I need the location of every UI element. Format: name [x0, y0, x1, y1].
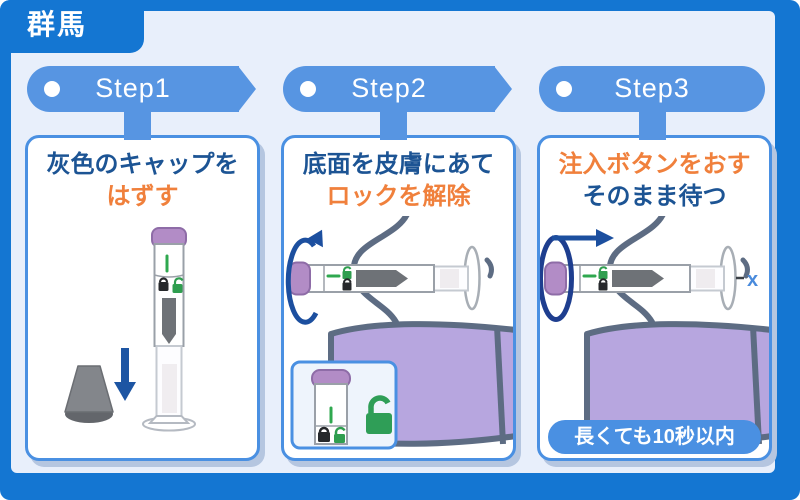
step3-heading: 注入ボタンをおす そのまま待つ [540, 149, 769, 214]
step2-heading-line1: 底面を皮膚にあて [302, 151, 495, 178]
step1-label: Step1 [95, 73, 171, 103]
purple-injection-button [544, 261, 567, 296]
title-badge: 群馬 [0, 0, 144, 53]
unlock-inset-detail [290, 360, 398, 450]
step2-illustration-unlock-on-skin [285, 216, 513, 450]
lock-closed-icon [318, 426, 330, 442]
step1-banner: Step1 [27, 66, 256, 112]
skin-crease-mark [740, 257, 750, 279]
injector-pen-vertical [142, 227, 196, 432]
step3-banner: Step3 [539, 66, 765, 112]
svg-text:x: x [747, 269, 758, 291]
step3-card: 注入ボタンをおす そのまま待つ [537, 135, 772, 461]
step1-heading-line2: はずす [106, 183, 179, 211]
lock-open-icon [598, 266, 608, 279]
gray-cap-removed [64, 365, 114, 423]
step2-card: 底面を皮膚にあて ロックを解除 [281, 135, 516, 461]
injector-pen-horizontal [288, 245, 481, 311]
step3-heading-line1: 注入ボタンをおす [558, 151, 751, 178]
skin-crease-mark [484, 257, 494, 279]
rotate-arrow-icon [285, 229, 323, 325]
lock-closed-icon [342, 278, 352, 291]
step3-heading-line2: そのまま待つ [582, 183, 727, 211]
step2-heading: 底面を皮膚にあて ロックを解除 [284, 149, 513, 214]
lock-open-large-icon [366, 395, 392, 434]
page-title: 群馬 [27, 9, 88, 40]
arrow-tip-icon [494, 66, 512, 112]
dose-window-arrow [612, 270, 664, 287]
step1-heading: 灰色のキャップを はずす [28, 149, 257, 214]
step2-label: Step2 [351, 73, 427, 103]
dose-window-arrow [356, 270, 408, 287]
step1-heading-line1: 灰色のキャップを [46, 151, 239, 178]
dose-window-arrow [162, 298, 176, 344]
lock-open-icon [342, 266, 352, 279]
bullet-dot-icon [556, 81, 572, 97]
step3-label: Step3 [614, 73, 690, 103]
down-arrow-icon [114, 348, 136, 401]
lock-open-icon [334, 426, 346, 443]
lock-closed-icon [158, 277, 169, 291]
purple-injection-button [288, 261, 311, 296]
right-arrow-icon [552, 229, 614, 247]
step1-illustration-remove-cap [64, 227, 196, 432]
step2-heading-line2: ロックを解除 [326, 183, 471, 211]
step1-card: 灰色のキャップを はずす [25, 135, 260, 461]
bullet-dot-icon [300, 81, 316, 97]
body-skin [584, 216, 769, 447]
injector-pen-horizontal [544, 245, 737, 311]
duration-note-badge: 長くても10秒以内 [548, 420, 761, 454]
lock-open-icon [172, 277, 184, 293]
lock-closed-icon [598, 278, 608, 291]
injection-site-x-mark: x [736, 269, 758, 291]
bullet-dot-icon [44, 81, 60, 97]
step2-banner: Step2 [283, 66, 512, 112]
arrow-tip-icon [238, 66, 256, 112]
